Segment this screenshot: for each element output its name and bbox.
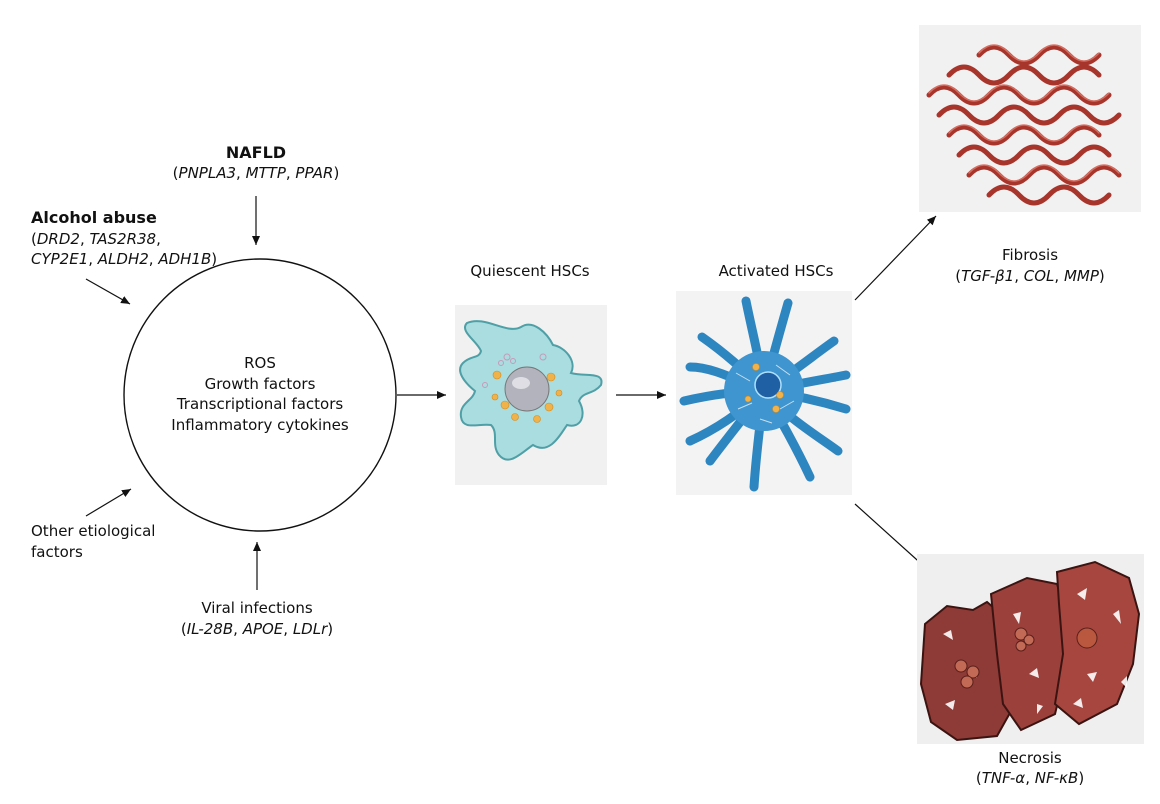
fibrosis-genes: (TGF-β1, COL, MMP)	[955, 267, 1105, 285]
gene-ldlr: LDLr	[292, 620, 328, 638]
gene-aldh2: ALDH2	[97, 250, 149, 268]
gene-ppar: PPAR	[295, 164, 334, 182]
nafld-title: NAFLD	[225, 143, 287, 162]
arrow-alcohol	[85, 278, 131, 305]
collagen-fibers-icon	[919, 25, 1141, 212]
viral-genes: (IL-28B, APOE, LDLr)	[180, 620, 334, 638]
circle-item-ros: ROS	[244, 354, 276, 372]
necrosis-genes: (TNF-α, NF-κB)	[975, 769, 1085, 787]
circle-item-transcriptional-factors: Transcriptional factors	[176, 395, 344, 413]
necrosis-label: Necrosis	[998, 749, 1062, 767]
activated-label: Activated HSCs	[718, 262, 834, 280]
gene-tas2r38: TAS2R38	[89, 230, 157, 248]
alcohol-title: Alcohol abuse	[31, 208, 157, 227]
viral-title: Viral infections	[201, 599, 313, 617]
gene-tnf-a: TNF-α	[981, 769, 1026, 787]
necrotic-cells-icon	[917, 554, 1144, 744]
quiescent-label: Quiescent HSCs	[470, 262, 590, 280]
etiology-circle	[123, 258, 397, 532]
gene-tgf-b1: TGF-β1	[961, 267, 1015, 285]
other-factors-line1: Other etiological	[31, 522, 156, 540]
gene-mmp: MMP	[1063, 267, 1099, 285]
gene-adh1b: ADH1B	[158, 250, 212, 268]
gene-cyp2e1: CYP2E1	[31, 250, 89, 268]
fibrosis-label: Fibrosis	[1001, 246, 1059, 264]
gene-il28b: IL-28B	[186, 620, 234, 638]
alcohol-genes-line2: CYP2E1, ALDH2, ADH1B)	[31, 250, 218, 268]
circle-item-growth-factors: Growth factors	[204, 375, 316, 393]
gene-pnpla3: PNPLA3	[178, 164, 237, 182]
gene-drd2: DRD2	[36, 230, 80, 248]
nafld-genes: (PNPLA3, MTTP, PPAR)	[172, 164, 340, 182]
gene-nf-kb: NF-κB	[1034, 769, 1079, 787]
activated-hsc-cell-icon	[676, 291, 852, 495]
circle-item-inflammatory-cytokines: Inflammatory cytokines	[171, 416, 349, 434]
other-factors-line2: factors	[31, 543, 83, 561]
gene-mttp: MTTP	[245, 164, 286, 182]
quiescent-hsc-cell-icon	[455, 305, 607, 485]
arrow-other	[85, 488, 132, 517]
arrow-to-fibrosis	[854, 215, 937, 301]
gene-apoe: APOE	[242, 620, 284, 638]
alcohol-genes-line1: (DRD2, TAS2R38,	[31, 230, 161, 248]
gene-col: COL	[1023, 267, 1055, 285]
